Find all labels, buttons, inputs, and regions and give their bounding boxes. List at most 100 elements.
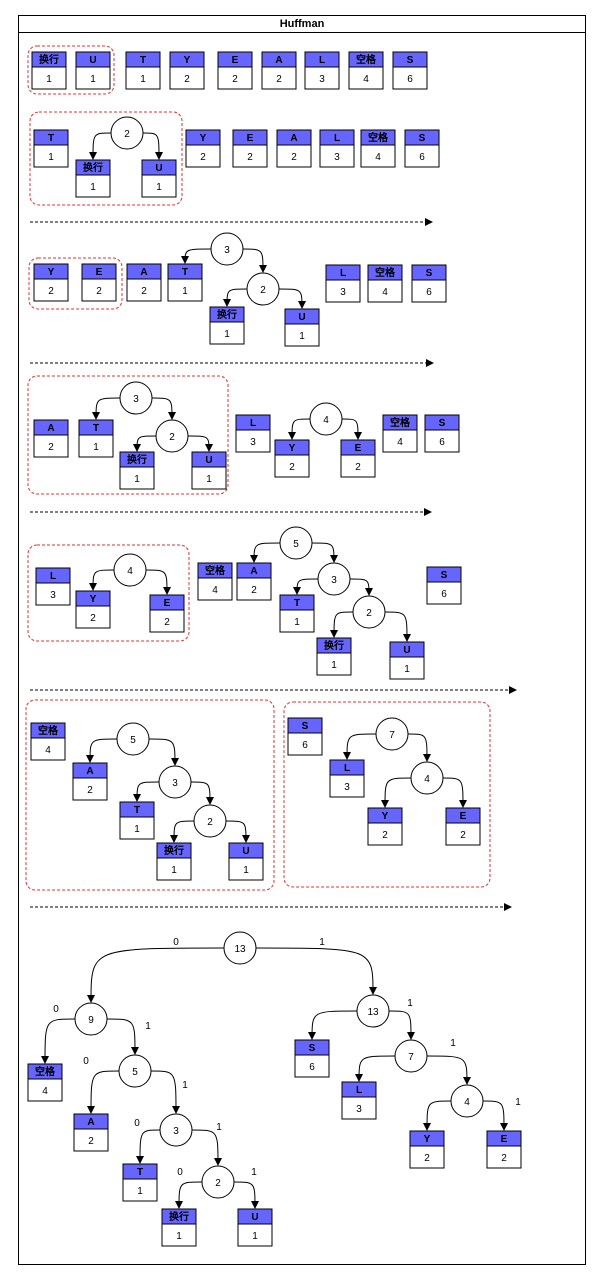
tree-edge xyxy=(349,578,373,596)
leaf-weight: 1 xyxy=(48,152,54,163)
leaf-label: S xyxy=(302,721,309,732)
leaf-body xyxy=(392,66,428,90)
leaf-weight: 1 xyxy=(90,182,96,193)
leaf-body xyxy=(389,656,425,680)
leaf-weight: 1 xyxy=(206,474,212,485)
leaf-label: 空格 xyxy=(205,564,226,577)
internal-node-s6-2: 2 xyxy=(193,804,227,838)
leaf-node-s6-A: A2 xyxy=(72,762,108,801)
tree-edge xyxy=(89,569,115,591)
leaf-node-s6-kongge: 空格4 xyxy=(30,722,66,761)
edge-bit-label: 0 xyxy=(83,1056,89,1067)
internal-node-weight: 3 xyxy=(331,575,337,586)
merge-group-step3 xyxy=(28,257,123,310)
leaf-node-s3-L: L3 xyxy=(325,264,361,303)
leaf-node-s6-L: L3 xyxy=(329,759,365,798)
leaf-body xyxy=(73,1128,109,1152)
leaf-body xyxy=(75,66,111,90)
leaf-body xyxy=(237,1223,273,1247)
leaf-weight: 6 xyxy=(419,152,425,163)
leaf-body xyxy=(329,774,365,798)
internal-node-weight: 3 xyxy=(172,778,178,789)
leaf-label: T xyxy=(137,1167,143,1178)
tree-edge xyxy=(181,248,212,264)
leaf-weight: 1 xyxy=(93,442,99,453)
tree-edge xyxy=(278,288,306,309)
leaf-body xyxy=(486,1145,522,1169)
tree-edge xyxy=(288,418,311,440)
internal-node-final-13-right: 13 xyxy=(356,994,390,1028)
leaf-node-s4-L: L3 xyxy=(235,414,271,453)
diagram-title: Huffman xyxy=(19,16,585,33)
internal-node-s5-3: 3 xyxy=(317,562,351,596)
tree-edge xyxy=(41,1018,76,1064)
leaf-node-s5-L: L3 xyxy=(35,567,71,606)
leaf-weight: 4 xyxy=(397,437,403,448)
internal-node-s6-4: 4 xyxy=(410,761,444,795)
leaf-node-s1-E: E2 xyxy=(217,51,253,90)
edge-bit-label: 1 xyxy=(216,1122,222,1133)
internal-node-weight: 2 xyxy=(260,285,266,296)
tree-edge xyxy=(133,781,160,802)
leaf-label: L xyxy=(334,133,340,144)
leaf-body xyxy=(167,278,203,302)
leaf-weight: 1 xyxy=(134,474,140,485)
leaf-body xyxy=(31,66,67,90)
leaf-node-s3-E: E2 xyxy=(81,263,117,302)
internal-node-weight: 9 xyxy=(88,1015,94,1026)
leaf-label: 空格 xyxy=(368,131,389,144)
leaf-label: U xyxy=(242,846,249,857)
leaf-node-s1-U: U1 xyxy=(75,51,111,90)
internal-node-weight: 4 xyxy=(323,415,329,426)
merge-group-step6-left xyxy=(25,699,275,891)
edge-bit-label: 1 xyxy=(251,1167,257,1178)
tree-edge xyxy=(150,1070,180,1114)
leaf-weight: 2 xyxy=(382,830,388,841)
leaf-weight: 2 xyxy=(48,442,54,453)
internal-node-weight: 2 xyxy=(215,1178,221,1189)
leaf-node-s1-huanhang: 换行1 xyxy=(31,51,67,90)
leaf-weight: 3 xyxy=(319,74,325,85)
leaf-body xyxy=(191,466,227,490)
leaf-body xyxy=(287,732,323,756)
leaf-node-s5-huanhang: 换行1 xyxy=(316,637,352,676)
leaf-body xyxy=(169,66,205,90)
leaf-body xyxy=(33,434,69,458)
leaf-weight: 3 xyxy=(334,152,340,163)
merge-group-step1 xyxy=(27,45,115,95)
leaf-weight: 2 xyxy=(48,286,54,297)
leaf-label: S xyxy=(309,1043,316,1054)
leaf-weight: 6 xyxy=(441,589,447,600)
leaf-body xyxy=(119,816,155,840)
internal-node-s5-5: 5 xyxy=(279,526,313,560)
leaf-weight: 2 xyxy=(88,1136,94,1147)
leaf-node-s1-T: T1 xyxy=(125,51,161,90)
leaf-body xyxy=(72,777,108,801)
leaf-weight: 2 xyxy=(251,585,257,596)
leaf-node-s5-A: A2 xyxy=(236,562,272,601)
tree-edge xyxy=(187,435,213,452)
internal-node-weight: 2 xyxy=(207,817,213,828)
leaf-weight: 2 xyxy=(276,74,282,85)
tree-edge xyxy=(311,542,338,563)
leaf-node-s5-E: E2 xyxy=(149,594,185,633)
leaf-body xyxy=(235,429,271,453)
internal-node-s5-4: 4 xyxy=(113,553,147,587)
leaf-body xyxy=(30,737,66,761)
leaf-node-s4-S: S6 xyxy=(424,414,460,453)
leaf-node-s2-S: S6 xyxy=(404,129,440,168)
tree-edge xyxy=(175,1181,203,1209)
leaf-weight: 1 xyxy=(294,617,300,628)
internal-node-weight: 5 xyxy=(130,735,136,746)
tree-edge xyxy=(87,1070,120,1114)
leaf-body xyxy=(156,857,192,881)
leaf-label: L xyxy=(344,763,350,774)
leaf-node-s3-T: T1 xyxy=(167,263,203,302)
tree-edge xyxy=(92,397,121,420)
internal-node-s4-2: 2 xyxy=(155,419,189,453)
internal-node-weight: 13 xyxy=(234,944,246,955)
internal-node-s6-5: 5 xyxy=(116,722,150,756)
tree-edge xyxy=(255,947,377,995)
leaf-body xyxy=(341,1096,377,1120)
leaf-body xyxy=(236,577,272,601)
